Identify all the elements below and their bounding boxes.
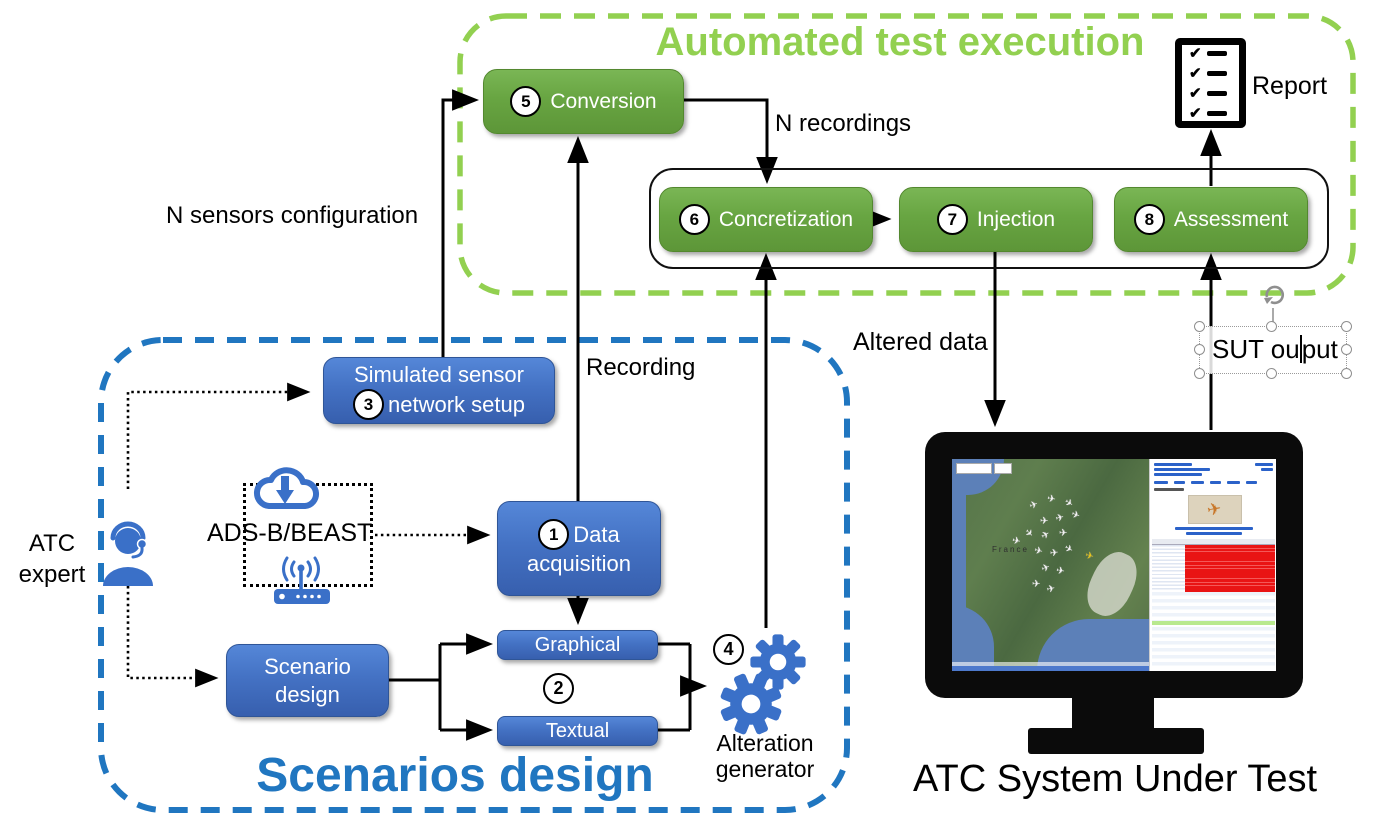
selection-handle-s[interactable] bbox=[1266, 368, 1277, 379]
step-number-5: 5 bbox=[510, 86, 542, 117]
alert-rows bbox=[1152, 545, 1275, 592]
conversion-step[interactable]: 5 Conversion bbox=[483, 69, 684, 134]
aircraft-icon: ✈ bbox=[1055, 565, 1066, 578]
branch-scenario-split bbox=[387, 644, 442, 730]
aircraft-icon: ✈ bbox=[1040, 561, 1052, 576]
antenna-receiver-icon bbox=[274, 556, 330, 604]
conversion-label: Conversion bbox=[550, 89, 657, 113]
aircraft-icon: ✈ bbox=[1049, 547, 1059, 560]
map-attribution-bar bbox=[952, 662, 1149, 666]
aircraft-icon: ✈ bbox=[1045, 583, 1057, 596]
text-cursor bbox=[1299, 335, 1302, 363]
arrow-conversion-to-concretization bbox=[682, 98, 778, 185]
step-number-3: 3 bbox=[353, 388, 385, 420]
monitor-stand-neck bbox=[1072, 697, 1154, 729]
sim-sensor-line2: network setup bbox=[388, 391, 525, 417]
data-acquisition-line2: acquisition bbox=[527, 551, 631, 577]
automated-test-execution-title: Automated test execution bbox=[655, 20, 1145, 64]
pipeline-container bbox=[649, 168, 1329, 269]
sim-sensor-line1: Simulated sensor bbox=[354, 362, 524, 388]
selection-handle-nw[interactable] bbox=[1194, 321, 1205, 332]
table-header bbox=[1152, 539, 1275, 545]
selection-handle-w[interactable] bbox=[1194, 344, 1205, 355]
textual-option[interactable]: Textual bbox=[497, 716, 658, 746]
rotate-handle[interactable] bbox=[1262, 284, 1286, 308]
textual-label: Textual bbox=[545, 719, 610, 742]
scenarios-design-group-border bbox=[98, 337, 850, 813]
aircraft-icon: ✈ bbox=[1059, 528, 1068, 539]
atc-expert-icon bbox=[103, 521, 153, 586]
assessment-label: Assessment bbox=[1173, 207, 1289, 231]
aircraft-icon: ✈ bbox=[1032, 545, 1044, 558]
rotate-handle-stem bbox=[1272, 308, 1274, 326]
map-search-box[interactable] bbox=[956, 463, 992, 474]
selection-handle-ne[interactable] bbox=[1341, 321, 1352, 332]
recording-label: Recording bbox=[586, 354, 696, 381]
adsb-label: ADS-B/BEAST bbox=[207, 519, 373, 547]
selection-handle-se[interactable] bbox=[1341, 368, 1352, 379]
dotted-arrow-expert-to-scenario-design bbox=[126, 586, 219, 688]
step-number-1: 1 bbox=[538, 519, 570, 551]
aircraft-icon: ✈ bbox=[1040, 516, 1049, 527]
selection-handle-n[interactable] bbox=[1266, 321, 1277, 332]
report-label: Report bbox=[1252, 72, 1328, 100]
scenario-design-step[interactable]: Scenario design bbox=[226, 644, 389, 717]
flight-rows bbox=[1152, 592, 1275, 668]
step-number-8: 8 bbox=[1133, 204, 1165, 235]
injection-step[interactable]: 7 Injection bbox=[899, 187, 1093, 252]
altered-data-label: Altered data bbox=[853, 328, 988, 356]
scenario-design-line2: design bbox=[275, 681, 340, 707]
map-status-bar bbox=[952, 666, 1149, 671]
step-number-7: 7 bbox=[936, 204, 968, 235]
graphical-label: Graphical bbox=[534, 633, 621, 656]
assessment-step[interactable]: 8 Assessment bbox=[1114, 187, 1308, 252]
data-acquisition-line1: Data bbox=[573, 522, 620, 547]
step-number-6: 6 bbox=[678, 204, 710, 235]
sut-output-text: SUT ouput bbox=[1212, 334, 1338, 364]
sut-output-textbox[interactable]: SUT ouput bbox=[1194, 321, 1352, 379]
selection-handle-e[interactable] bbox=[1341, 344, 1352, 355]
radar-map: France ✈ ✈ ✈ ✈ ✈ ✈ ✈ ✈ ✈ ✈ ✈ ✈ ✈ ✈ ✈ ✈ ✈… bbox=[952, 459, 1149, 671]
aircraft-icon: ✈ bbox=[1039, 528, 1053, 543]
aircraft-icon: ✈ bbox=[1054, 512, 1066, 525]
ok-row bbox=[1152, 621, 1275, 625]
concretization-label: Concretization bbox=[718, 207, 854, 231]
aircraft-photo: ✈ bbox=[1187, 495, 1242, 524]
branch-merge-to-alteration bbox=[655, 642, 692, 732]
step-number-4: 4 bbox=[713, 634, 744, 665]
cloud-download-icon bbox=[254, 467, 319, 509]
report-checklist-icon: ✔ ✔ ✔ ✔ bbox=[1175, 38, 1246, 128]
aircraft-icon: ✈ bbox=[1062, 542, 1075, 557]
aircraft-icon: ✈ bbox=[1069, 508, 1082, 523]
scenario-design-line1: Scenario bbox=[264, 654, 351, 679]
aircraft-icon: ✈ bbox=[1032, 579, 1041, 590]
map-layer-button[interactable] bbox=[994, 463, 1012, 474]
automated-test-execution-group-border bbox=[457, 13, 1356, 296]
scenarios-design-title: Scenarios design bbox=[256, 749, 654, 802]
map-country-label: France bbox=[992, 545, 1029, 554]
selection-handle-sw[interactable] bbox=[1194, 368, 1205, 379]
aircraft-icon: ✈ bbox=[1046, 493, 1057, 506]
graphical-option[interactable]: Graphical bbox=[497, 630, 658, 660]
monitor-screen: France ✈ ✈ ✈ ✈ ✈ ✈ ✈ ✈ ✈ ✈ ✈ ✈ ✈ ✈ ✈ ✈ ✈… bbox=[952, 459, 1276, 671]
step-number-2: 2 bbox=[543, 673, 574, 704]
concretization-step[interactable]: 6 Concretization bbox=[659, 187, 873, 252]
arrow-sensors-config-to-conversion bbox=[441, 89, 480, 357]
selected-aircraft-icon: ✈ bbox=[1083, 550, 1095, 563]
n-sensors-configuration-label: N sensors configuration bbox=[166, 202, 419, 229]
gears-icon bbox=[720, 634, 806, 735]
injection-label: Injection bbox=[976, 207, 1056, 231]
n-recordings-label: N recordings bbox=[775, 110, 912, 137]
aircraft-icon: ✈ bbox=[1028, 498, 1040, 513]
flight-info-panel: ✈ bbox=[1149, 459, 1276, 671]
atc-sut-caption: ATC System Under Test bbox=[913, 758, 1318, 800]
monitor-stand-base bbox=[1028, 728, 1204, 754]
aircraft-icon: ✈ bbox=[1021, 526, 1036, 541]
